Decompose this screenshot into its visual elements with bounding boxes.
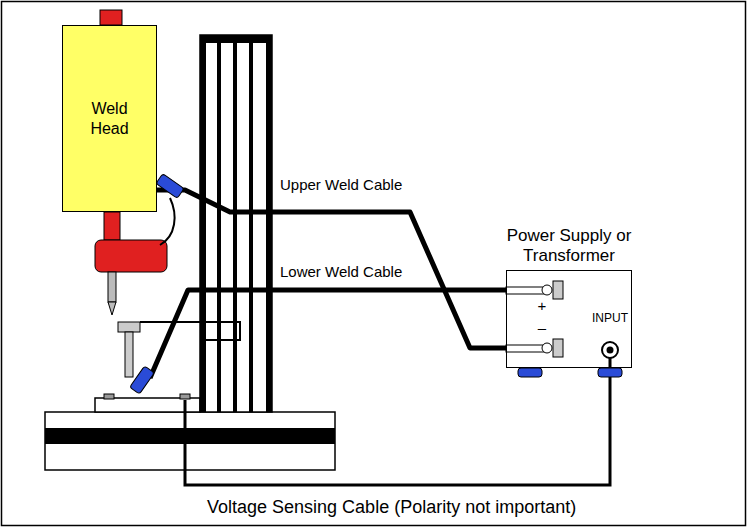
terminal-post [553,281,563,299]
input-jack-pin [607,347,614,354]
supply-foot [598,368,622,377]
supply-foot [518,368,542,377]
node-heading: Power Supply or Transformer [498,226,640,267]
terminal-ring [542,285,552,295]
input-jack [602,342,618,358]
terminal-ring [542,343,552,353]
cable-label: Upper Weld Cable [278,176,404,193]
electrode-tip [108,302,116,315]
column-stripe [249,35,253,412]
port-label: INPUT [592,311,628,325]
cable-plug [156,174,184,199]
polarity-mark: – [538,319,546,337]
column-stripe [266,35,272,412]
cable-label: Lower Weld Cable [278,263,404,280]
column-stripe [200,35,206,412]
head-shaft [104,212,120,240]
electrode-holder [95,240,167,272]
upper-electrode [108,272,116,302]
power-supply-box: Power Supply or Transformer + – INPUT [498,226,640,368]
terminal-lug [506,345,544,352]
cable-plug-body [156,174,184,199]
cable-plug-body [130,366,155,394]
column-stripe [233,35,237,412]
cable-label: Voltage Sensing Cable (Polarity not impo… [205,497,578,518]
terminal-post [553,339,563,357]
table-bolt [180,394,190,399]
terminal-lug [506,287,544,294]
node-title: Weld Head [82,99,138,137]
lower-electrode [125,332,133,377]
base-band [45,428,335,444]
lower-arm [140,322,240,340]
flex-lead [160,198,175,245]
head-cap [100,10,122,25]
polarity-mark: + [538,297,547,315]
voltage-sensing-cable [185,358,610,485]
lower-clamp [118,322,140,332]
column-stripe [217,35,221,412]
base-plate [45,412,335,470]
column [200,35,272,412]
upper-weld-cable [157,190,506,348]
table-bolt [104,394,114,399]
cable-plug [130,366,155,394]
weld-head-box: Weld Head [62,25,157,212]
